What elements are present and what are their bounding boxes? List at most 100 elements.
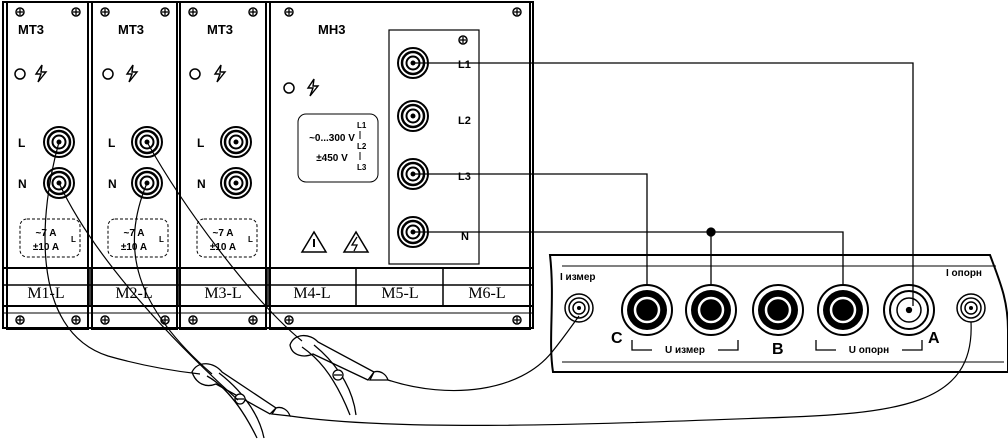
screw-icon xyxy=(15,315,25,325)
phase-tag-l3: L3 xyxy=(357,163,367,172)
rating-box xyxy=(107,218,169,258)
i-ref-jack[interactable] xyxy=(956,293,986,323)
jack-b[interactable] xyxy=(751,283,805,337)
terminal-n-label: N xyxy=(461,231,469,243)
screw-icon xyxy=(284,7,294,17)
indicator-led xyxy=(14,68,26,80)
u-meas-label: U измер xyxy=(665,345,705,356)
slot-label-m1: M1-L xyxy=(27,285,64,302)
rating-box xyxy=(19,218,81,258)
phase-tag-l2: L2 xyxy=(357,142,367,151)
jack-u-meas[interactable] xyxy=(684,283,738,337)
wire-l3-to-c xyxy=(413,173,648,285)
slot-labels: M1-L M2-L M3-L M4-L M5-L M6-L xyxy=(27,285,505,302)
terminal-l-label: L xyxy=(18,136,25,150)
terminal-n-label: N xyxy=(197,177,206,191)
module-mt3-3: MT3 L N ~7 A ±10 A L xyxy=(179,1,267,330)
rating-current: ~7 A xyxy=(123,228,144,239)
terminal-l2-jack[interactable] xyxy=(396,99,430,133)
i-meas-label: I измер xyxy=(560,272,596,283)
voltage-rating-box xyxy=(297,113,379,183)
voltage-range: ~0...300 V xyxy=(309,133,355,144)
rating-current: ~7 A xyxy=(35,228,56,239)
terminal-l-label: L xyxy=(197,136,204,150)
screw-icon xyxy=(71,7,81,17)
u-ref-label: U опорн xyxy=(849,345,889,356)
rating-l-tag: L xyxy=(71,235,76,244)
rack-frame xyxy=(2,1,534,329)
wire-clamp1-to-i-ref xyxy=(289,321,972,426)
voltage-wires xyxy=(413,62,914,314)
terminal-n-label: N xyxy=(18,177,27,191)
screw-icon xyxy=(160,7,170,17)
screw-icon xyxy=(100,7,110,17)
rating-l-tag: L xyxy=(159,235,164,244)
wire-l1-to-a xyxy=(413,62,914,306)
phase-tag-l1: L1 xyxy=(357,121,367,130)
indicator-led xyxy=(189,68,201,80)
slot-label-m4: M4-L xyxy=(293,285,330,302)
module-title: MT3 xyxy=(207,22,233,37)
high-voltage-icon xyxy=(342,230,370,253)
rating-box xyxy=(196,218,258,258)
terminal-l1-label: L1 xyxy=(458,59,471,71)
module-mh3: MH3 ~0...300 V ±450 V L1 L2 L3 L1 L2 L3 … xyxy=(269,1,531,330)
jack-u-ref[interactable] xyxy=(816,283,870,337)
screw-icon xyxy=(248,315,258,325)
lightning-icon xyxy=(35,64,47,83)
lightning-icon xyxy=(307,78,319,97)
jack-c[interactable] xyxy=(620,283,674,337)
terminal-l3-label: L3 xyxy=(458,171,471,183)
rating-current: ~7 A xyxy=(212,228,233,239)
wire-clamp2-to-i-meas xyxy=(387,315,580,392)
warning-icon xyxy=(300,230,328,253)
module-mt3-2: MT3 L N ~7 A ±10 A L xyxy=(91,1,178,330)
indicator-led xyxy=(283,82,295,94)
screw-icon xyxy=(458,35,468,45)
screw-icon xyxy=(15,7,25,17)
screw-icon xyxy=(100,315,110,325)
terminal-l-label: L xyxy=(108,136,115,150)
junction-dot xyxy=(706,227,716,237)
terminal-l-jack[interactable] xyxy=(219,125,253,159)
i-ref-label: I опорн xyxy=(946,268,982,279)
wire-mt1-n xyxy=(58,182,239,401)
screw-icon xyxy=(512,7,522,17)
current-wires xyxy=(44,141,972,426)
measuring-device: I измер I опорн C B A U измер U опорн xyxy=(548,254,1008,373)
terminal-l2-label: L2 xyxy=(458,115,471,127)
screw-icon xyxy=(71,315,81,325)
i-meas-jack[interactable] xyxy=(564,293,594,323)
slot-label-m6: M6-L xyxy=(468,285,505,302)
screw-icon xyxy=(512,315,522,325)
terminal-panel xyxy=(388,29,480,265)
screw-icon xyxy=(248,7,258,17)
module-title: MT3 xyxy=(18,22,44,37)
module-title: MT3 xyxy=(118,22,144,37)
indicator-led xyxy=(102,68,114,80)
wire-n-to-u-ref xyxy=(413,231,844,285)
slot-label-m3: M3-L xyxy=(204,285,241,302)
label-c: C xyxy=(611,330,623,347)
wire-mt2-n xyxy=(133,182,213,375)
rating-peak: ±10 A xyxy=(33,242,59,253)
rating-peak: ±10 A xyxy=(121,242,147,253)
terminal-n-jack[interactable] xyxy=(219,166,253,200)
rating-peak: ±10 A xyxy=(210,242,236,253)
terminal-n-label: N xyxy=(108,177,117,191)
clamp-icon xyxy=(289,334,389,416)
wire-mt2-l xyxy=(146,141,303,342)
screw-icon xyxy=(188,7,198,17)
module-title: MH3 xyxy=(318,22,345,37)
rating-l-tag: L xyxy=(248,235,253,244)
lightning-icon xyxy=(126,64,138,83)
voltage-peak: ±450 V xyxy=(316,153,348,164)
module-mt3-1: MT3 L N ~7 A ±10 A L xyxy=(6,1,89,330)
slot-label-m5: M5-L xyxy=(381,285,418,302)
label-b: B xyxy=(772,341,784,358)
screw-icon xyxy=(188,315,198,325)
screw-icon xyxy=(284,315,294,325)
wire-mt1-l xyxy=(44,141,201,375)
label-a: A xyxy=(928,330,940,347)
